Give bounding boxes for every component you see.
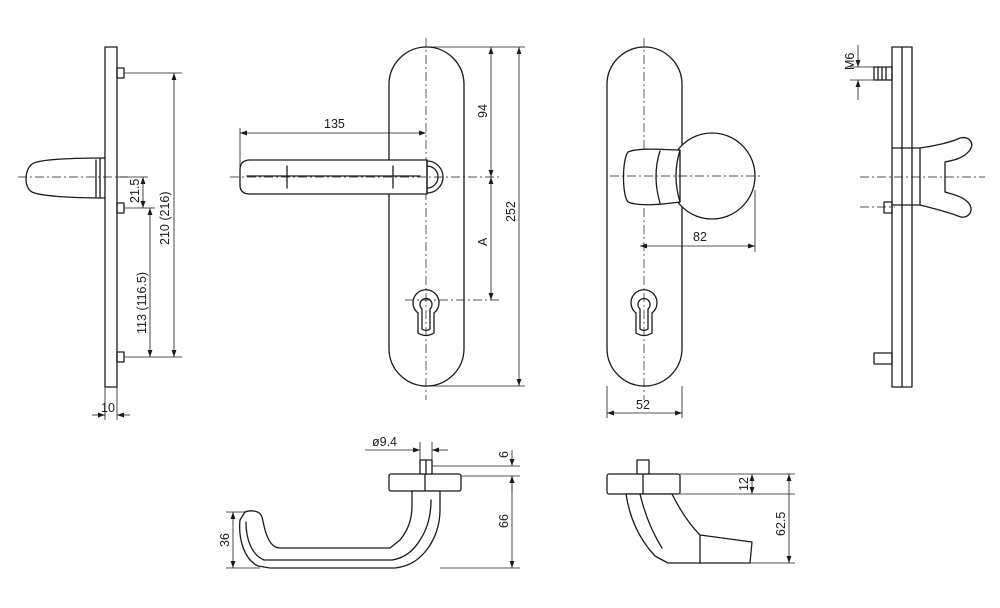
dim-82: 82	[693, 230, 707, 244]
dim-6: 6	[497, 451, 511, 458]
side-view-right: M6	[843, 45, 985, 388]
dim-36: 36	[218, 533, 232, 547]
dim-66: 66	[497, 514, 511, 528]
knob-keyhole	[630, 289, 658, 337]
dim-94: 94	[476, 104, 490, 118]
dim-10: 10	[101, 401, 115, 415]
side-plate	[104, 46, 118, 388]
dim-a: A	[476, 237, 490, 246]
angled-spindle	[636, 459, 650, 475]
side-lever-profile	[25, 157, 106, 199]
front-view-lever: 135 94 A 252	[230, 38, 525, 400]
top-view-angled: 12 62.5	[606, 459, 795, 564]
dim-135: 135	[324, 117, 345, 131]
dim-21-5: 21.5	[128, 179, 142, 203]
dim-62-5: 62.5	[774, 512, 788, 536]
angled-handle	[625, 493, 753, 564]
lever-top-profile	[239, 490, 441, 569]
dim-m6: M6	[843, 53, 857, 70]
knob-neck	[622, 148, 681, 206]
top-view-lever: ø9.4 6 66 36	[218, 435, 520, 569]
dim-252: 252	[504, 201, 518, 222]
dim-diameter: ø9.4	[372, 435, 397, 449]
front-view-knob: 82 52	[606, 38, 760, 418]
dim-12: 12	[737, 477, 751, 491]
dim-52: 52	[636, 398, 650, 412]
screw-m6	[873, 66, 893, 81]
dim-113: 113 (116.5)	[135, 272, 149, 334]
dim-210: 210 (216)	[158, 191, 172, 245]
knob-plate	[606, 46, 683, 387]
side-view-left: 210 (216) 113 (116.5) 21.5 10	[18, 46, 182, 420]
